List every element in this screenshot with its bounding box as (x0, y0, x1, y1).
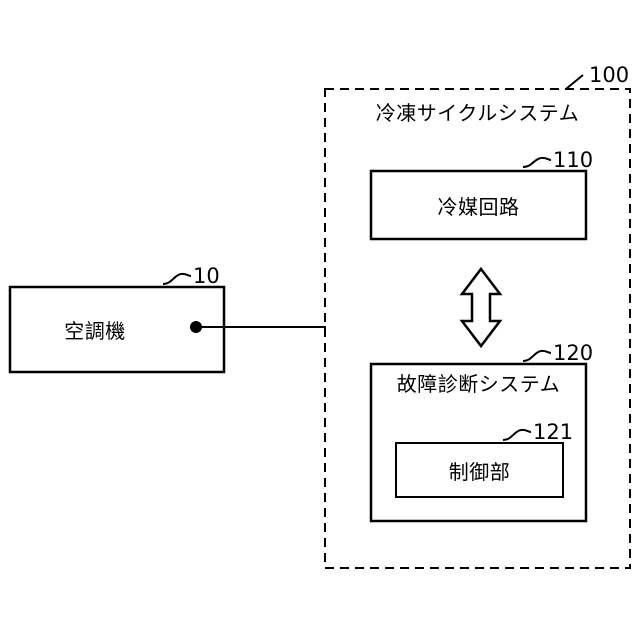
outer-system-title-text: 冷凍サイクルシステム (375, 100, 580, 125)
leader-line-110 (522, 156, 552, 168)
fault-diagnosis-system-label-text: 故障診断システム (396, 371, 561, 396)
ref-number-10: 10 (193, 264, 220, 288)
control-unit-label: 制御部 (396, 443, 563, 497)
leader-line-10 (162, 272, 192, 285)
refrigerant-circuit-label: 冷媒回路 (371, 171, 586, 239)
air-conditioner-label: 空調機 (10, 287, 180, 372)
control-unit-label-text: 制御部 (448, 459, 511, 484)
ref-number-110: 110 (553, 148, 594, 172)
double-headed-arrow (459, 266, 503, 349)
air-conditioner-box (8, 285, 226, 374)
ref-number-120: 120 (553, 341, 594, 365)
ref-number-121: 121 (533, 420, 574, 444)
outer-system-title: 冷凍サイクルシステム (325, 98, 630, 125)
connection-node-dot (190, 321, 202, 333)
refrigerant-circuit-box (369, 169, 588, 241)
leader-line-121 (502, 428, 532, 441)
leader-line-100 (565, 74, 584, 90)
air-conditioner-label-text: 空調機 (64, 319, 126, 343)
leader-line-120 (522, 349, 552, 362)
refrigerant-circuit-label-text: 冷媒回路 (437, 194, 520, 219)
fault-diagnosis-system-label: 故障診断システム (371, 367, 586, 397)
ref-number-100: 100 (589, 63, 630, 87)
control-unit-box (395, 442, 564, 498)
outer-system-boundary (324, 88, 631, 569)
